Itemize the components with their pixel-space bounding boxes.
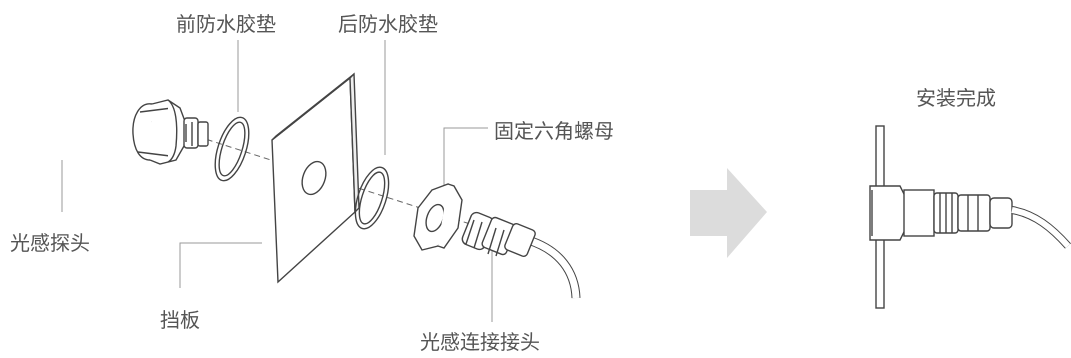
installed-assembly <box>869 125 1071 309</box>
label-rear-gasket: 后防水胶垫 <box>338 12 438 36</box>
leader-hex-nut <box>443 127 488 190</box>
hex-nut <box>413 183 463 251</box>
rear-gasket <box>354 166 390 230</box>
label-complete: 安装完成 <box>916 86 996 110</box>
label-sensor-probe: 光感探头 <box>10 231 90 255</box>
label-connector: 光感连接接头 <box>420 330 540 354</box>
connector <box>461 211 581 299</box>
label-front-gasket: 前防水胶垫 <box>176 12 276 36</box>
front-gasket <box>214 116 250 182</box>
arrow-icon <box>690 168 767 258</box>
baffle-plate <box>271 72 360 284</box>
label-hex-nut: 固定六角螺母 <box>494 119 614 143</box>
leader-lines <box>61 40 493 322</box>
label-baffle: 挡板 <box>160 308 200 332</box>
sensor-probe <box>132 99 209 165</box>
leader-baffle <box>179 242 262 288</box>
